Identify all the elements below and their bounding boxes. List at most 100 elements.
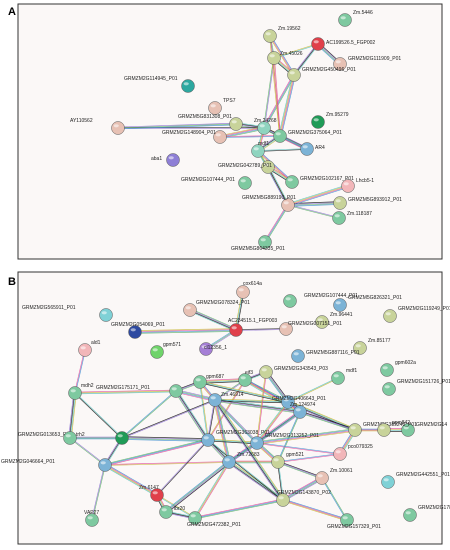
node-a8[interactable]: TPS7 xyxy=(208,98,236,115)
node-a11[interactable]: Zm.24268 xyxy=(254,118,277,135)
node-a10[interactable]: GRMZM5G831308_P01 xyxy=(178,114,243,131)
node-circle[interactable] xyxy=(315,471,329,485)
node-circle[interactable] xyxy=(68,386,82,400)
node-circle[interactable] xyxy=(338,13,352,27)
node-a3[interactable]: AC199526.5_FGP002 xyxy=(311,37,376,51)
node-circle[interactable] xyxy=(98,458,112,472)
node-circle[interactable] xyxy=(250,436,264,450)
node-a4[interactable]: Zm.45026 xyxy=(267,51,303,65)
node-b40[interactable]: Zm.6147 xyxy=(139,485,164,502)
node-circle[interactable] xyxy=(263,29,277,43)
node-b9[interactable]: GRMZM2G054069_P01 xyxy=(111,322,165,339)
node-b11[interactable]: gpm571 xyxy=(150,342,182,359)
node-b44[interactable]: GRMZM2G472382_P01 xyxy=(187,511,241,529)
node-b29[interactable]: GRMZM2G389240_P01 xyxy=(348,422,418,437)
node-b19[interactable]: mdh2 xyxy=(68,383,94,400)
node-b38[interactable]: Zm.10061 xyxy=(315,468,353,485)
node-circle[interactable] xyxy=(259,365,273,379)
node-b39[interactable]: GRMZM2G442551_P01 xyxy=(381,472,450,489)
node-a24[interactable]: Zm.118187 xyxy=(332,211,373,225)
node-circle[interactable] xyxy=(166,153,180,167)
node-b18[interactable]: GRMZM2G151726_P01 xyxy=(382,379,450,396)
node-circle[interactable] xyxy=(99,308,113,322)
node-b7[interactable]: AC234515.1_FGP003 xyxy=(228,318,277,337)
node-circle[interactable] xyxy=(311,115,325,129)
node-b4[interactable]: GRMZM5G826321_P01 xyxy=(333,295,403,312)
node-circle[interactable] xyxy=(271,455,285,469)
node-circle[interactable] xyxy=(222,455,236,469)
node-b35[interactable]: pco079325 xyxy=(333,444,373,461)
node-b10[interactable]: GRMZM2G007151_P01 xyxy=(279,321,343,336)
node-circle[interactable] xyxy=(169,384,183,398)
node-circle[interactable] xyxy=(331,371,345,385)
node-circle[interactable] xyxy=(348,423,362,437)
node-circle[interactable] xyxy=(333,196,347,210)
node-circle[interactable] xyxy=(193,375,207,389)
node-circle[interactable] xyxy=(381,475,395,489)
node-circle[interactable] xyxy=(285,175,299,189)
node-b1[interactable]: cox614a xyxy=(236,281,263,299)
node-a7[interactable]: GRMZM2G114945_P01 xyxy=(124,76,195,93)
node-circle[interactable] xyxy=(236,285,250,299)
node-b41[interactable]: GRMZM2G143870_P02 xyxy=(276,490,332,507)
node-b45[interactable]: GRMZM2G157329_P01 xyxy=(327,513,381,531)
node-circle[interactable] xyxy=(267,51,281,65)
node-a9[interactable]: AY110562 xyxy=(70,118,125,135)
node-b5[interactable]: GRMZM2G119249_P01 xyxy=(383,306,450,323)
node-circle[interactable] xyxy=(208,393,222,407)
node-b36[interactable]: Zm.72683 xyxy=(222,452,260,469)
node-b30[interactable]: ppm842 xyxy=(377,420,411,437)
node-circle[interactable] xyxy=(380,363,394,377)
node-circle[interactable] xyxy=(150,345,164,359)
node-a19[interactable]: GRMZM2G102167_P01 xyxy=(285,175,355,189)
node-b43[interactable]: ibr20 xyxy=(159,505,186,519)
node-circle[interactable] xyxy=(159,505,173,519)
node-a15[interactable]: mdf1 xyxy=(251,141,270,158)
node-circle[interactable] xyxy=(115,431,129,445)
node-b31[interactable]: trh2 xyxy=(63,431,85,445)
node-circle[interactable] xyxy=(403,508,417,522)
node-circle[interactable] xyxy=(181,79,195,93)
node-b16[interactable]: gpm602a xyxy=(380,360,417,377)
node-circle[interactable] xyxy=(208,101,222,115)
node-b13[interactable]: Zm.85177 xyxy=(353,338,391,355)
node-b42[interactable]: VAP27 xyxy=(84,510,99,527)
node-a5[interactable]: GRMZM2G111909_P01 xyxy=(333,56,402,71)
node-circle[interactable] xyxy=(287,68,301,82)
node-b12[interactable]: cl12356_1 xyxy=(199,342,228,356)
node-b8[interactable]: Zm.96441 xyxy=(315,312,353,329)
node-a1[interactable]: Zm.5446 xyxy=(338,10,373,27)
node-circle[interactable] xyxy=(333,298,347,312)
node-circle[interactable] xyxy=(291,349,305,363)
node-b2[interactable]: GRMZM2G565911_P01 xyxy=(22,305,113,322)
node-circle[interactable] xyxy=(63,431,77,445)
node-circle[interactable] xyxy=(273,129,287,143)
node-b27[interactable]: GRMZM2G14 xyxy=(401,422,448,437)
node-b3[interactable]: GRMZM2G107444_P01 xyxy=(283,293,359,308)
node-b28[interactable]: GRMZM2G013653_P01 xyxy=(18,431,129,445)
node-b22[interactable]: GRMZM2G343543_P03 xyxy=(259,365,329,379)
node-circle[interactable] xyxy=(111,121,125,135)
node-circle[interactable] xyxy=(311,37,325,51)
node-b24[interactable]: Zm.46914 xyxy=(208,392,244,407)
node-circle[interactable] xyxy=(183,303,197,317)
node-circle[interactable] xyxy=(201,433,215,447)
node-a6[interactable]: GRMZM2G450496_P01 xyxy=(287,67,357,82)
node-b6[interactable]: GRMZM2G078324_P01 xyxy=(183,300,251,317)
node-a17[interactable]: aba1 xyxy=(151,153,180,167)
node-circle[interactable] xyxy=(238,176,252,190)
node-circle[interactable] xyxy=(377,423,391,437)
node-circle[interactable] xyxy=(229,323,243,337)
node-circle[interactable] xyxy=(382,382,396,396)
node-b32[interactable]: GRMZM2G046664_P01 xyxy=(1,458,112,472)
node-b14[interactable]: ald1 xyxy=(78,340,101,357)
node-a16[interactable]: AR4 xyxy=(300,142,325,156)
node-b33[interactable]: GRMZM2G363038_P01 xyxy=(201,430,271,447)
node-a21[interactable]: Lhcb5-1 xyxy=(341,178,375,193)
node-a20[interactable]: GRMZM2G107444_P01 xyxy=(181,176,252,190)
node-b46[interactable]: GRMZM2G17825 xyxy=(403,505,450,522)
node-b26[interactable]: Zm.124974 xyxy=(290,402,316,419)
node-a25[interactable]: GRMZM5G864335_P01 xyxy=(231,235,285,253)
node-b25[interactable]: GRMZM2G406643_P01 xyxy=(272,395,326,409)
node-b34[interactable]: GRMZM2G313252_P01 xyxy=(250,433,320,450)
